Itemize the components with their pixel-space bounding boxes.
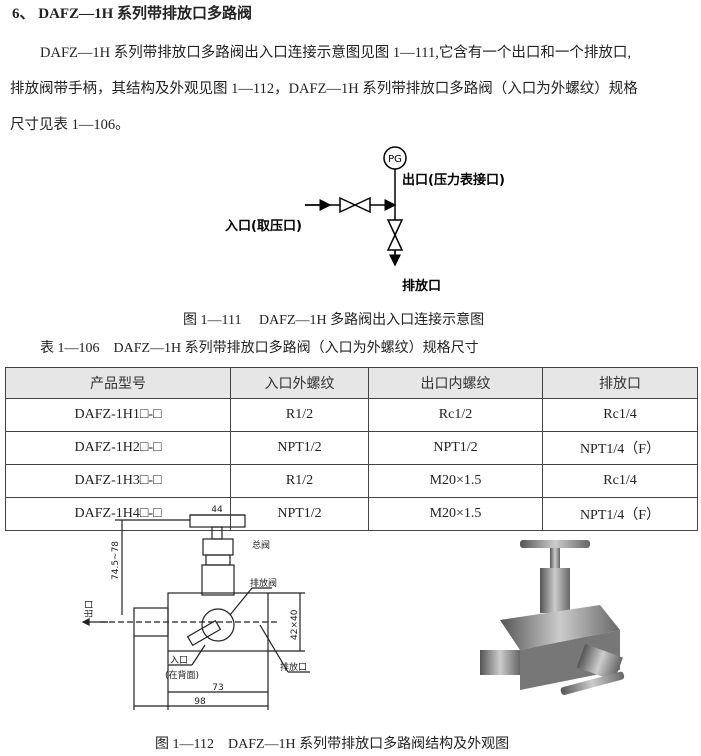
outlet-label: 出口(压力表接口)	[402, 172, 505, 188]
svg-text:98: 98	[194, 697, 206, 707]
col-header: 入口外螺纹	[230, 367, 369, 399]
inlet-label: 入口(取压口)	[225, 219, 302, 234]
cell: DAFZ-1H1□-□	[5, 398, 231, 432]
drain-label: 排放口	[402, 278, 441, 294]
cell: Rc1/4	[542, 464, 698, 498]
col-header: 排放口	[542, 367, 698, 399]
gauge-label: PG	[388, 154, 402, 165]
cell: NPT1/4（F）	[542, 431, 698, 465]
svg-text:排放口: 排放口	[280, 661, 307, 673]
paragraph-line: 尺寸见表 1—106。	[10, 117, 130, 133]
figure-caption: 图 1—112 DAFZ—1H 系列带排放口多路阀结构及外观图	[155, 737, 510, 752]
structure-drawing: 44 总阀 74.5~78 排放阀 出口 42×40 排放口 入口 (在背面) …	[81, 505, 310, 710]
svg-text:42×40: 42×40	[290, 609, 300, 640]
section-heading: 6、 DAFZ—1H 系列带排放口多路阀	[12, 6, 253, 22]
cell: NPT1/2	[368, 431, 543, 465]
svg-text:74.5~78: 74.5~78	[111, 541, 121, 580]
svg-text:排放阀: 排放阀	[250, 577, 277, 589]
cell: NPT1/4（F）	[542, 497, 698, 531]
valve-photo	[480, 540, 625, 695]
col-header: 产品型号	[5, 367, 231, 399]
cell: DAFZ-1H3□-□	[5, 464, 231, 498]
cell: M20×1.5	[368, 497, 543, 531]
svg-text:73: 73	[212, 683, 223, 693]
cell: Rc1/4	[542, 398, 698, 432]
paragraph-line: 排放阀带手柄，其结构及外观见图 1—112，DAFZ—1H 系列带排放口多路阀（…	[10, 81, 638, 97]
svg-text:44: 44	[211, 505, 223, 515]
svg-text:入口: 入口	[170, 655, 188, 666]
cell: DAFZ-1H4□-□	[5, 497, 231, 531]
figure-caption: 图 1—111 DAFZ—1H 多路阀出入口连接示意图	[183, 313, 485, 328]
svg-text:(在背面): (在背面)	[165, 669, 199, 681]
svg-text:出口: 出口	[83, 600, 95, 618]
connection-diagram: PG 出口(压力表接口) 入口(取压口) 排放口	[225, 146, 505, 294]
table-caption: 表 1—106 DAFZ—1H 系列带排放口多路阀（入口为外螺纹）规格尺寸	[40, 341, 479, 356]
cell: Rc1/2	[368, 398, 543, 432]
cell: DAFZ-1H2□-□	[5, 431, 231, 465]
table-header-row: 产品型号 入口外螺纹 出口内螺纹 排放口	[5, 367, 698, 399]
drain-valve-icon	[386, 219, 404, 251]
cell: R1/2	[230, 464, 369, 498]
paragraph-line: DAFZ—1H 系列带排放口多路阀出入口连接示意图见图 1—111,它含有一个出…	[40, 45, 632, 61]
cell: M20×1.5	[368, 464, 543, 498]
cell: NPT1/2	[230, 431, 369, 465]
cell: R1/2	[230, 398, 369, 432]
svg-text:总阀: 总阀	[252, 539, 270, 551]
col-header: 出口内螺纹	[368, 367, 543, 399]
valve-icon	[339, 196, 371, 214]
cell: NPT1/2	[230, 497, 369, 531]
